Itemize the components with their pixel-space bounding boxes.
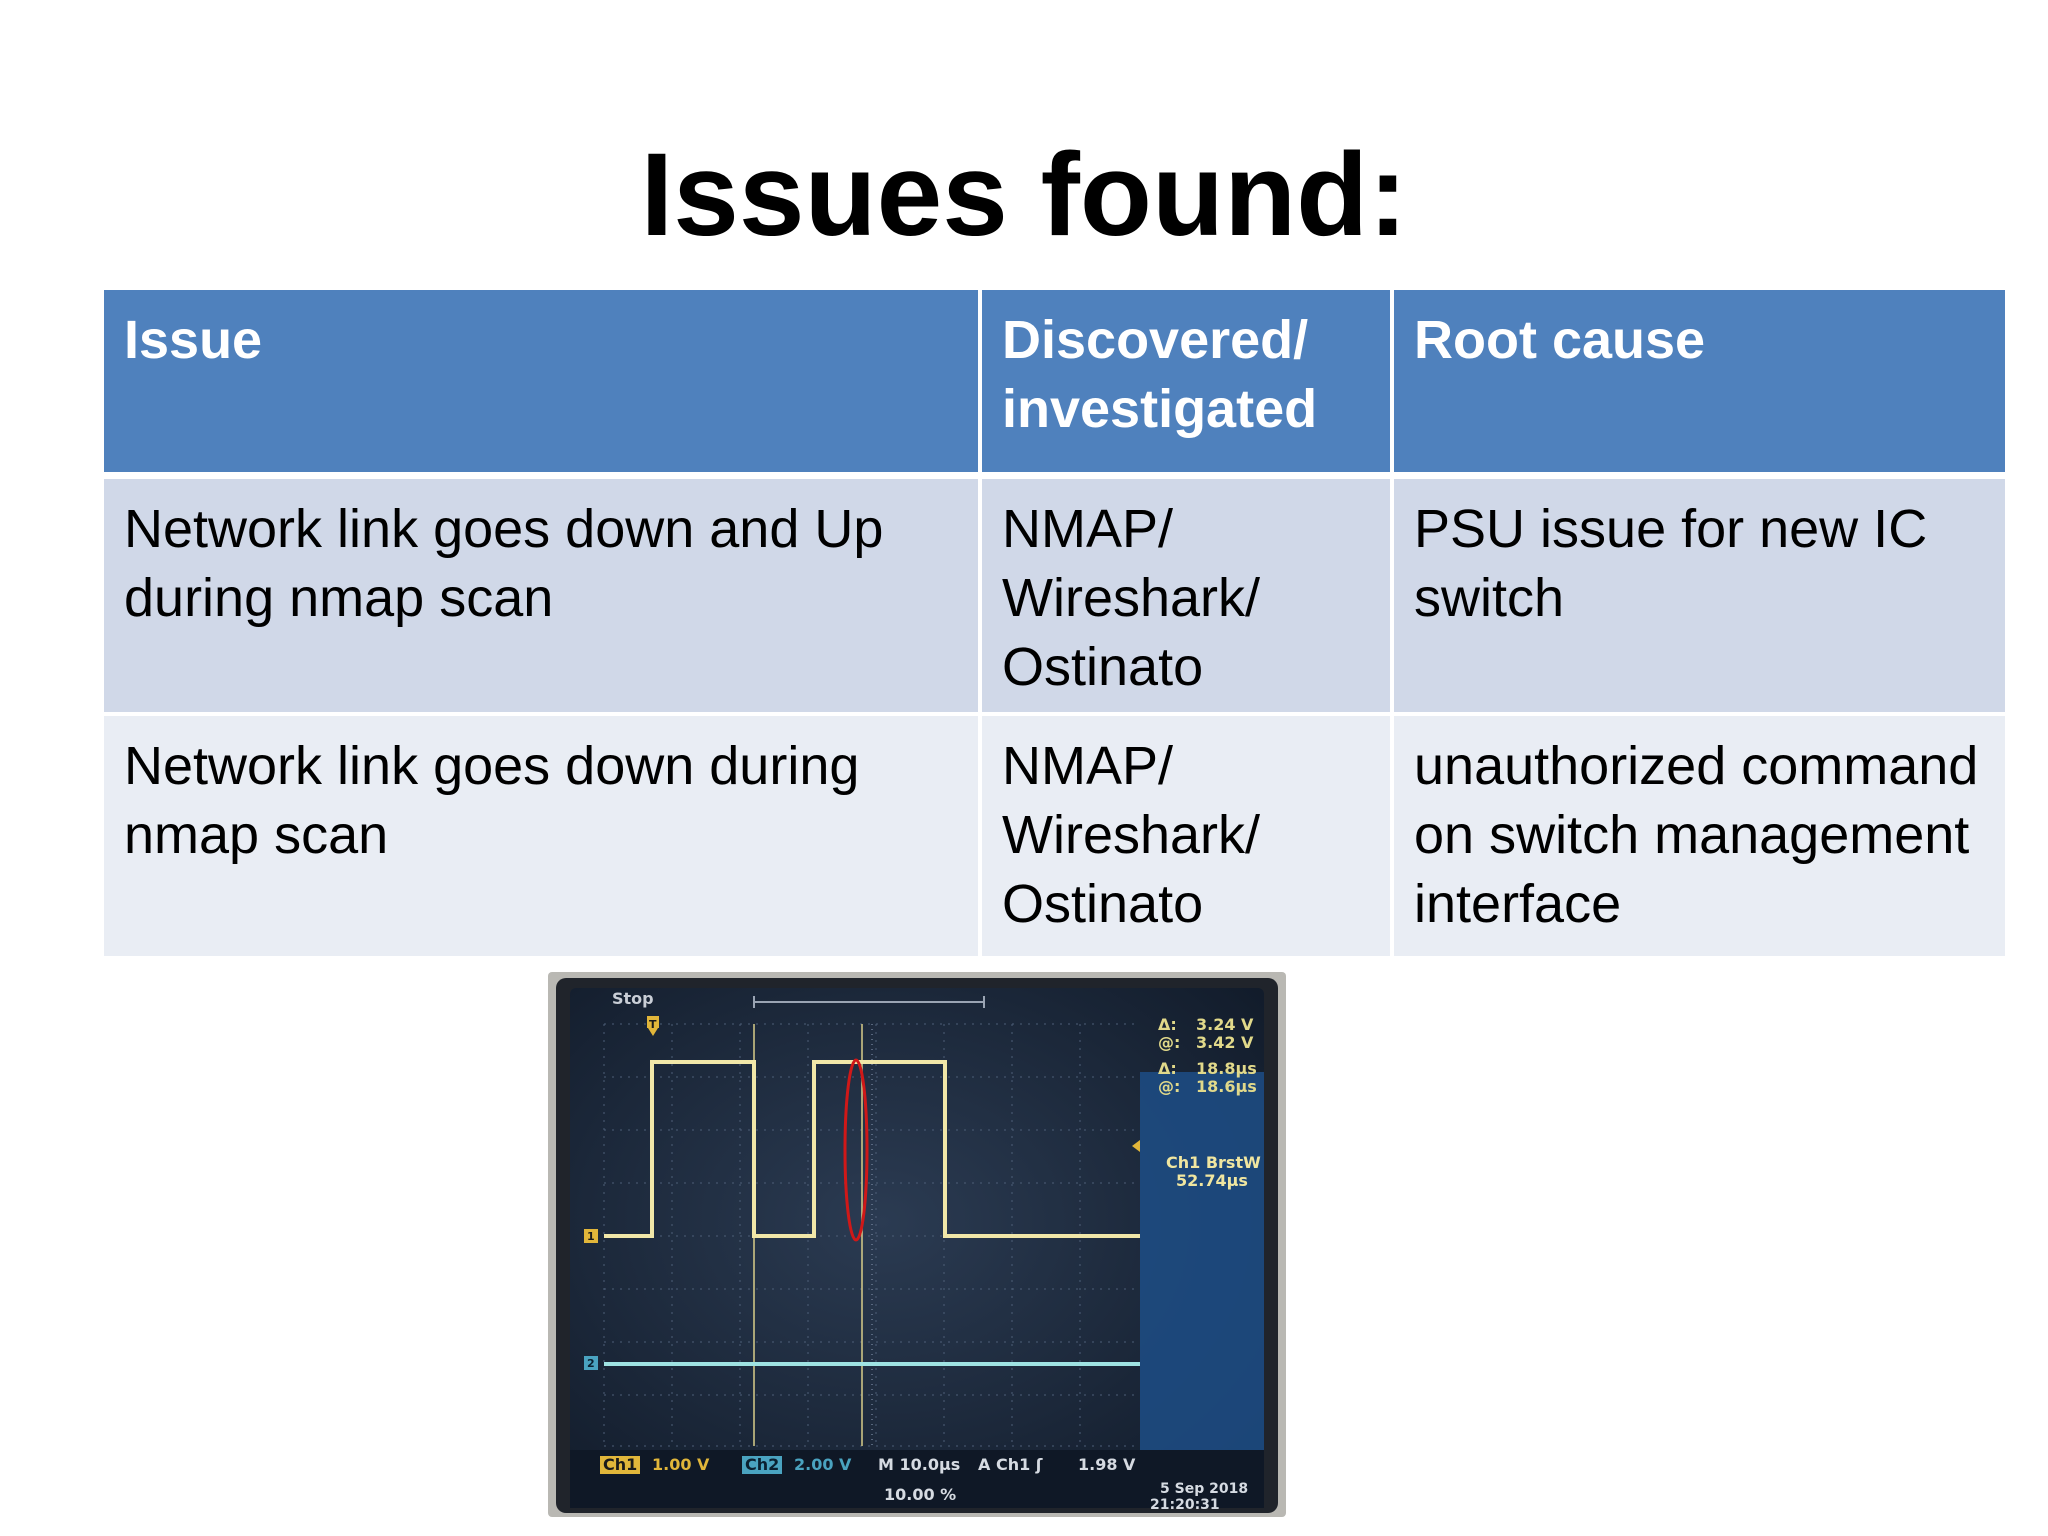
ch2-scale: 2.00 V bbox=[794, 1455, 852, 1474]
slide-title: Issues found: bbox=[640, 129, 1408, 261]
scope-sidebar bbox=[1140, 1072, 1264, 1452]
ch1-scale: 1.00 V bbox=[652, 1455, 710, 1474]
table-row: Network link goes down during nmap scan … bbox=[104, 716, 2005, 956]
header-discovered: Discovered/ investigated bbox=[978, 290, 1390, 479]
trigger-level-arrow bbox=[1132, 1140, 1140, 1152]
scope-date: 5 Sep 2018 bbox=[1160, 1481, 1249, 1497]
cell-discovered: NMAP/ Wireshark/ Ostinato bbox=[978, 479, 1390, 716]
cursor1-delta-value: 3.24 V bbox=[1196, 1015, 1254, 1034]
cell-root-cause: unauthorized command on switch managemen… bbox=[1390, 716, 2005, 956]
ch2-marker-label: 2 bbox=[587, 1357, 595, 1370]
cursor2-delta-value: 18.8µs bbox=[1196, 1059, 1257, 1078]
ch1-marker-label: 1 bbox=[587, 1230, 595, 1243]
ch1-ground-marker bbox=[584, 1229, 598, 1243]
table-header-row: Issue Discovered/ investigated Root caus… bbox=[104, 290, 2005, 479]
cursor2-at-value: 18.6µs bbox=[1196, 1077, 1257, 1096]
trigger-info: A Ch1 ʃ bbox=[978, 1455, 1043, 1474]
header-root-cause: Root cause bbox=[1390, 290, 2005, 479]
ch2-label: Ch2 bbox=[742, 1456, 783, 1474]
trigger-level: 1.98 V bbox=[1078, 1455, 1136, 1474]
ch2-ground-marker bbox=[584, 1356, 598, 1370]
cell-issue: Network link goes down and Up during nma… bbox=[104, 479, 978, 716]
ch1-label: Ch1 bbox=[600, 1456, 641, 1474]
timebase: M 10.0µs bbox=[878, 1455, 961, 1474]
measure-value: 52.74µs bbox=[1176, 1171, 1248, 1190]
cursor1-at-label: @: bbox=[1158, 1033, 1181, 1052]
measure-name: Ch1 BrstW bbox=[1166, 1153, 1261, 1172]
position-value: 10.00 % bbox=[884, 1485, 957, 1504]
issues-table: Issue Discovered/ investigated Root caus… bbox=[104, 290, 2005, 956]
cursor2-at-label: @: bbox=[1158, 1077, 1181, 1096]
scope-screen bbox=[570, 988, 1264, 1508]
scope-graticule bbox=[603, 1023, 1140, 1447]
scope-time: 21:20:31 bbox=[1150, 1497, 1220, 1513]
scope-status: Stop bbox=[612, 989, 654, 1008]
cursor1-delta-label: Δ: bbox=[1158, 1015, 1177, 1034]
cell-issue: Network link goes down during nmap scan bbox=[104, 716, 978, 956]
oscilloscope-screen bbox=[556, 978, 1278, 1513]
header-issue: Issue bbox=[104, 290, 978, 479]
scope-status-bar bbox=[570, 1450, 1264, 1508]
scope-trigger-label: T bbox=[649, 1018, 657, 1031]
cursor2-delta-label: Δ: bbox=[1158, 1059, 1177, 1078]
cell-discovered: NMAP/ Wireshark/ Ostinato bbox=[978, 716, 1390, 956]
oscilloscope-photo: Stop T 1 2 Δ: 3.24 V @: 3.42 V Δ: 18.8µs… bbox=[548, 972, 1286, 1517]
cursor1-at-value: 3.42 V bbox=[1196, 1033, 1254, 1052]
highlight-ellipse bbox=[843, 1058, 869, 1242]
cell-root-cause: PSU issue for new IC switch bbox=[1390, 479, 2005, 716]
ch1-trace bbox=[604, 1060, 1140, 1238]
trigger-marker bbox=[648, 1028, 658, 1036]
table-row: Network link goes down and Up during nma… bbox=[104, 479, 2005, 716]
